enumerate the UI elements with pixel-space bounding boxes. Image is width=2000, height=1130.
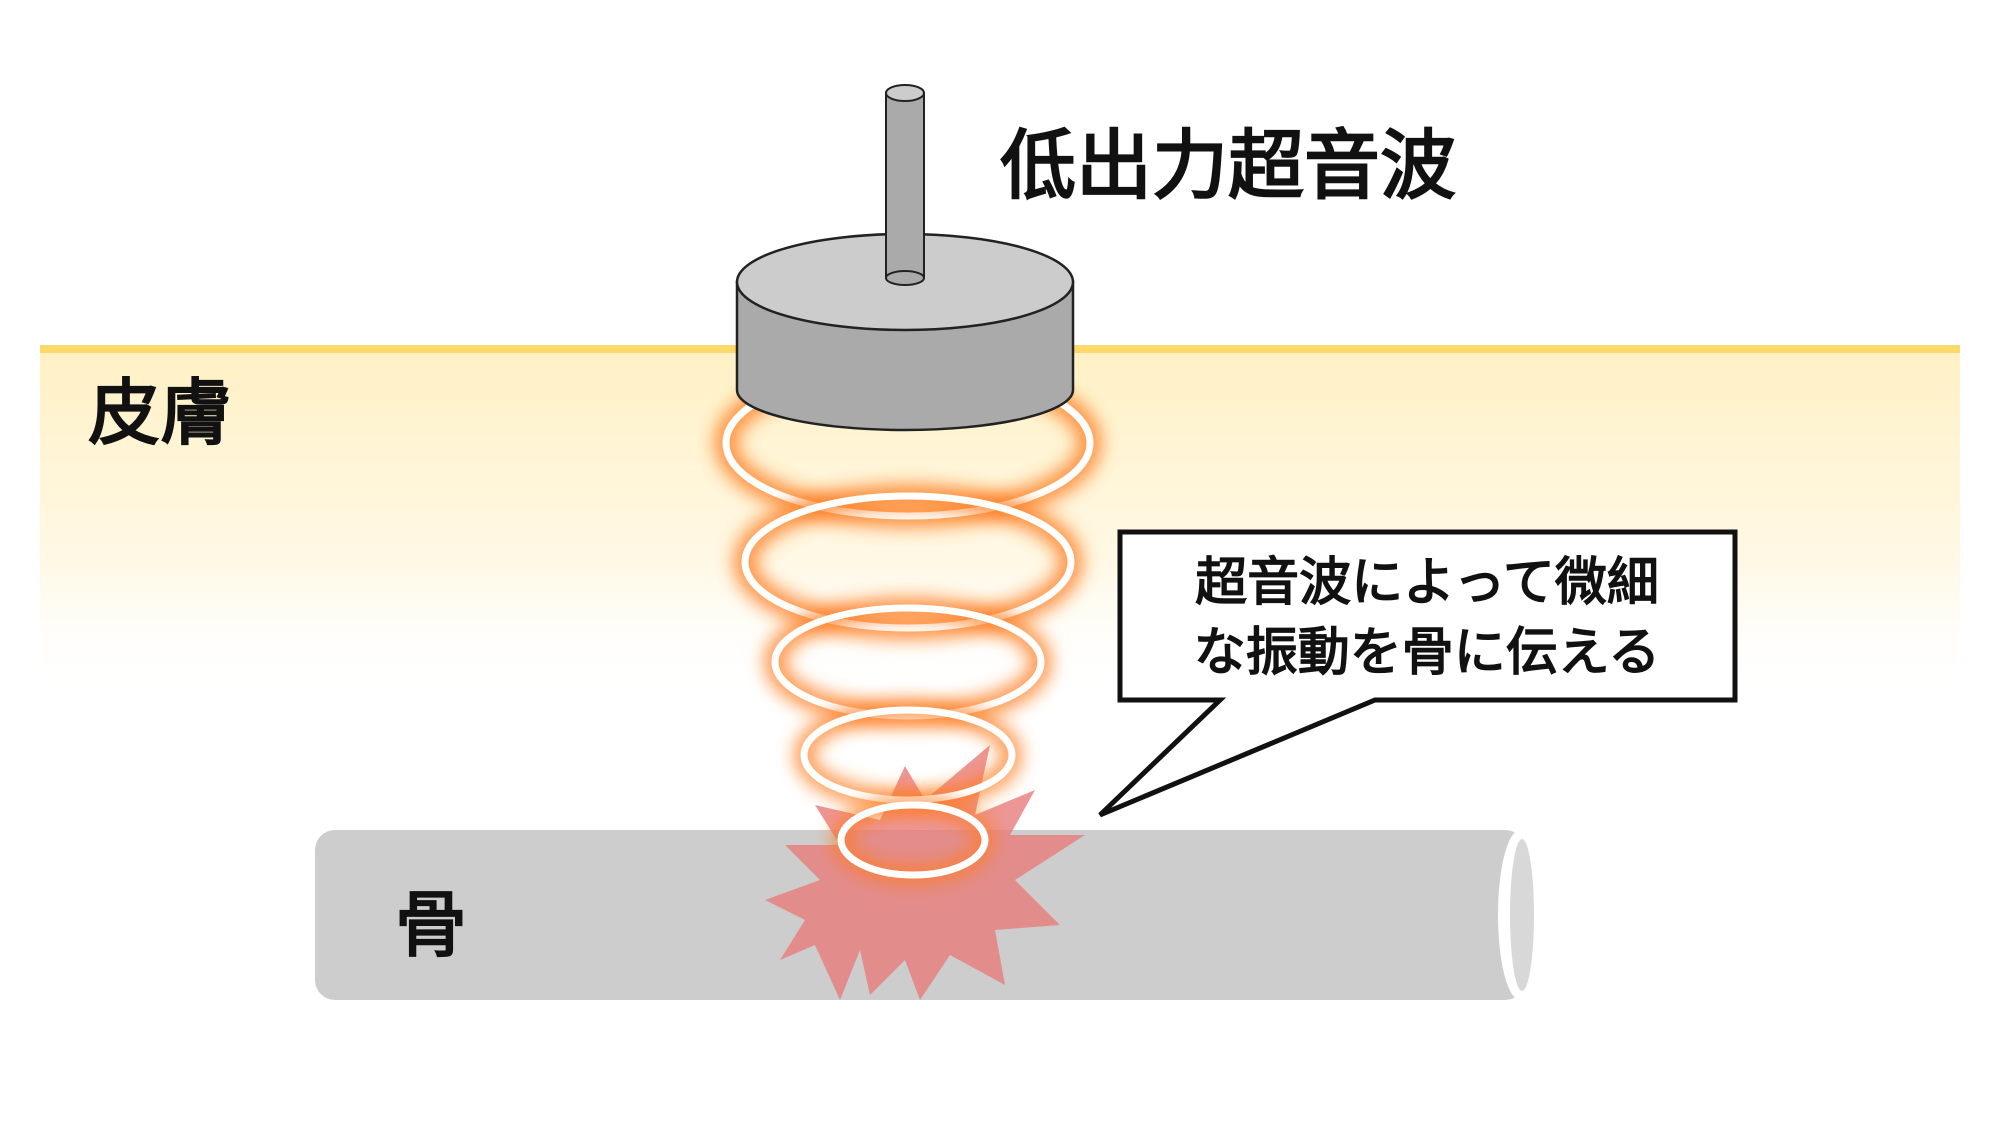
bone-label: 骨 [395, 883, 467, 967]
skin-label: 皮膚 [88, 371, 232, 455]
ultrasound-probe-icon [735, 84, 1075, 432]
wave-ring-5 [833, 797, 993, 883]
wave-ring-2 [734, 485, 1082, 639]
title-label: 低出力超音波 [1000, 121, 1456, 210]
callout-text-line2: な振動を骨に伝える [1194, 623, 1660, 683]
ultrasound-wave-rings [715, 359, 1101, 883]
callout-bubble: 超音波によって微細 な振動を骨に伝える [1098, 529, 1738, 818]
callout-text-line1: 超音波によって微細 [1195, 553, 1659, 613]
